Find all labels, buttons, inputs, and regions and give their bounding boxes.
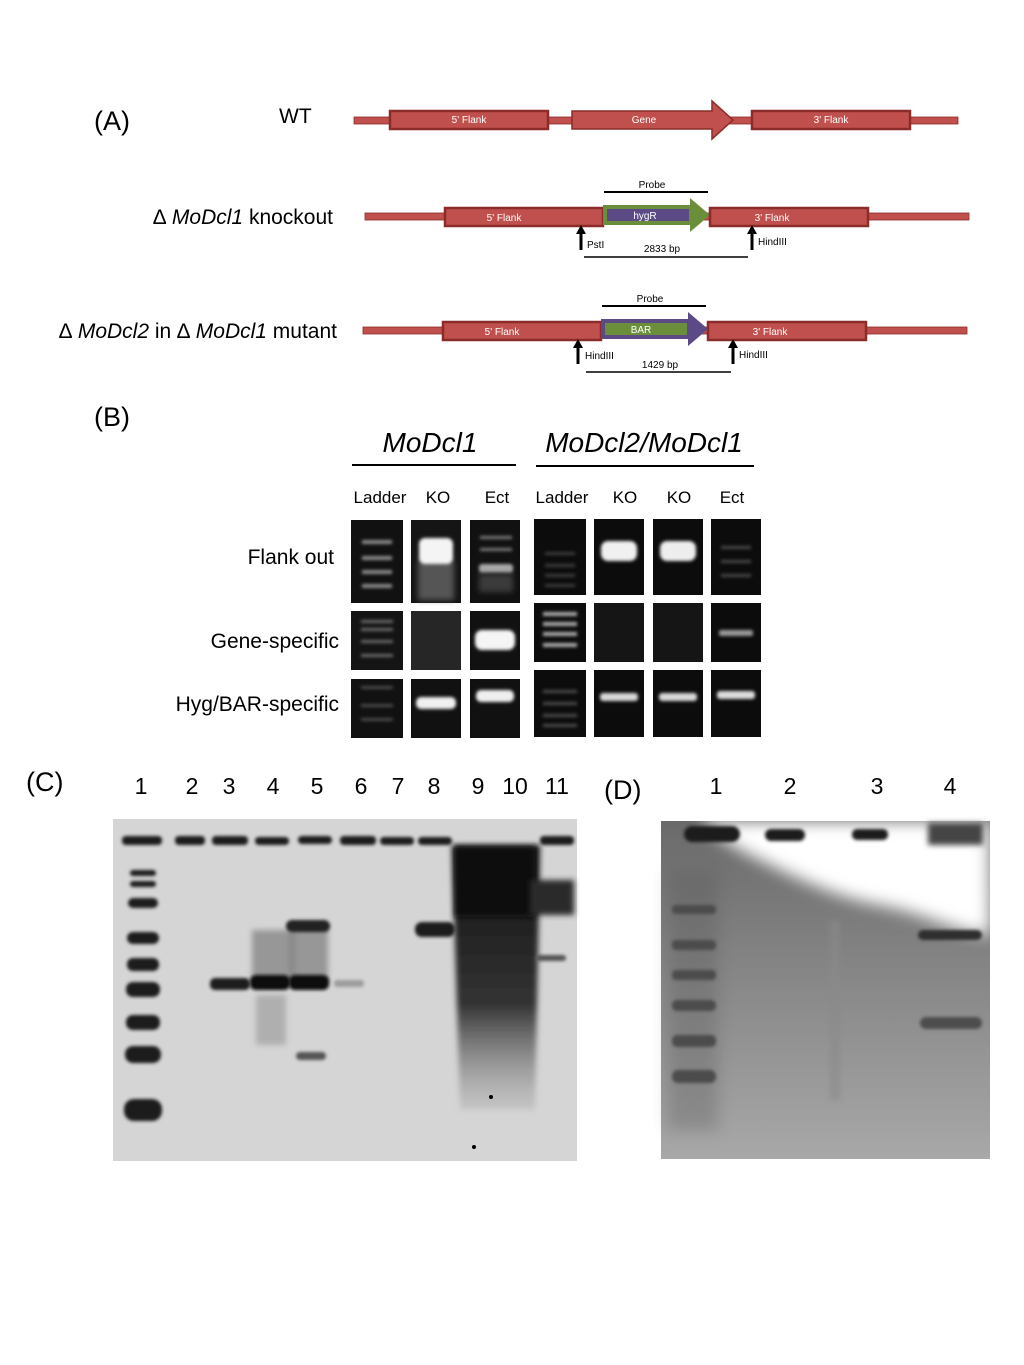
group2-col-ladder: Ladder — [536, 488, 589, 507]
ko2-site-right: HindIII — [739, 350, 768, 361]
gel-g2-ko1-gene — [594, 603, 644, 662]
wt-5-flank — [388, 109, 550, 131]
ko1-5-flank-label: 5' Flank — [487, 213, 523, 224]
gel-g1-ladder-flank — [351, 520, 403, 603]
group2-col-ect: Ect — [720, 488, 745, 507]
panel-b-label: (B) — [94, 402, 130, 432]
ko2-label: ∆ MoDcl2 in ∆ MoDcl1 mutant — [59, 320, 337, 343]
ko2-probe-label: Probe — [637, 294, 664, 305]
panel-a-label: (A) — [94, 106, 130, 136]
lane-c-8: 8 — [428, 773, 441, 799]
lane-c-10: 10 — [502, 773, 528, 799]
gel-g2-ko2-gene — [653, 603, 703, 662]
gel-row-hyg-bar-specific — [351, 670, 761, 738]
lane-c-11: 11 — [545, 773, 569, 799]
wt-construct: WT 5' Flank Gene 3' Flank — [279, 99, 959, 141]
gel-g1-ect-hyg — [470, 679, 520, 738]
wt-3-flank — [750, 109, 912, 131]
group1-col-ko: KO — [426, 488, 451, 507]
ko1-pst1-arrow-icon — [576, 225, 586, 250]
gel-g2-ko2-hyg — [653, 670, 703, 737]
lane-c-1: 1 — [135, 773, 148, 799]
ko2-bar-fill — [605, 323, 687, 335]
modcl1-knockout-construct: ∆ MoDcl1 knockout Probe 5' Flank hygR 3'… — [153, 180, 970, 258]
ko2-5-flank-label: 5' Flank — [485, 327, 521, 338]
row-hyg-bar-specific: Hyg/BAR-specific — [176, 693, 339, 716]
panel-d-label: (D) — [604, 775, 641, 805]
ko1-site-right: HindIII — [758, 237, 787, 248]
group1-col-ect: Ect — [485, 488, 510, 507]
southern-blot-c — [113, 819, 577, 1161]
lane-c-3: 3 — [223, 773, 236, 799]
lane-c-2: 2 — [186, 773, 199, 799]
lane-d-1: 1 — [710, 773, 723, 799]
wt-5-flank-label: 5' Flank — [452, 115, 488, 126]
lane-c-5: 5 — [311, 773, 324, 799]
ko2-3-flank — [706, 320, 868, 342]
ko1-hygr-bar — [607, 209, 689, 221]
ko1-fragment-size: 2833 bp — [644, 244, 681, 255]
lane-c-9: 9 — [472, 773, 485, 799]
lane-d-2: 2 — [784, 773, 797, 799]
row-flank-out: Flank out — [248, 546, 335, 569]
ko1-label: ∆ MoDcl1 knockout — [153, 206, 333, 229]
row-gene-specific: Gene-specific — [211, 630, 339, 653]
ko2-hindiii-left-arrow-icon — [573, 339, 583, 364]
ko2-site-left: HindIII — [585, 351, 614, 362]
ko1-5-flank — [443, 206, 605, 228]
wt-label: WT — [279, 105, 312, 128]
panel-d-lane-numbers: 1 2 3 4 — [710, 773, 957, 799]
gel-row-flank-out — [351, 519, 761, 603]
gel-g2-ko1-hyg — [594, 670, 644, 737]
lane-d-3: 3 — [871, 773, 884, 799]
gel-g1-ko-gene — [411, 611, 461, 670]
ko2-hindiii-right-arrow-icon — [728, 339, 738, 364]
lane-c-4: 4 — [267, 773, 280, 799]
ko1-hygr-label: hygR — [633, 211, 656, 222]
ko1-3-flank — [708, 206, 870, 228]
ko2-3-flank-label: 3' Flank — [753, 327, 789, 338]
gel-g2-ect-hyg — [711, 670, 761, 737]
ko1-probe-label: Probe — [639, 180, 666, 191]
modcl2-in-modcl1-construct: ∆ MoDcl2 in ∆ MoDcl1 mutant Probe 5' Fla… — [59, 294, 968, 373]
ko1-hindiii-arrow-icon — [747, 225, 757, 250]
panel-c-lane-numbers: 1 2 3 4 5 6 7 8 9 10 11 — [135, 773, 569, 799]
panel-c-label: (C) — [26, 767, 63, 797]
lane-c-7: 7 — [392, 773, 405, 799]
wt-gene-arrow — [571, 99, 735, 141]
ko1-3-flank-label: 3' Flank — [755, 213, 791, 224]
ko2-fragment-size: 1429 bp — [642, 360, 679, 371]
group1-col-ladder: Ladder — [354, 488, 407, 507]
ko1-site-left: PstI — [587, 240, 604, 251]
southern-blot-d — [661, 821, 990, 1159]
group2-col-ko-2: KO — [667, 488, 692, 507]
ko2-5-flank — [441, 320, 603, 342]
lane-d-4: 4 — [944, 773, 957, 799]
ko2-bar-label: BAR — [631, 325, 652, 336]
gel-row-gene-specific — [351, 603, 761, 670]
lane-c-6: 6 — [355, 773, 368, 799]
group2-title: MoDcl2/MoDcl1 — [545, 427, 743, 458]
group2-col-ko-1: KO — [613, 488, 638, 507]
gel-g2-ect-flank — [711, 519, 761, 595]
gel-g2-ladder-flank — [534, 519, 586, 595]
wt-gene-label: Gene — [632, 115, 657, 126]
group1-title: MoDcl1 — [383, 427, 478, 458]
wt-3-flank-label: 3' Flank — [814, 115, 850, 126]
